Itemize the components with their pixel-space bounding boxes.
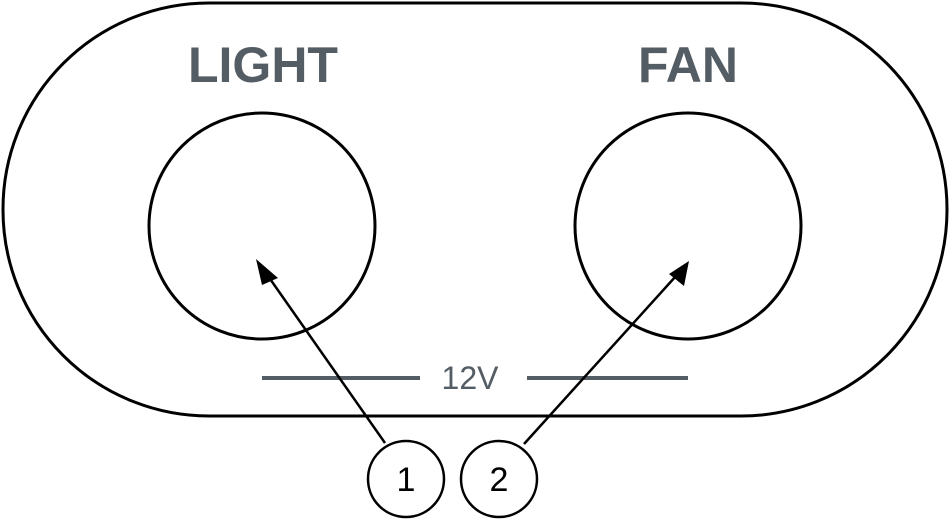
callout-badge-1 [366,439,446,519]
panel-outline [1,1,949,418]
callout-badge-2 [459,439,539,519]
fan-switch[interactable] [573,111,803,341]
fan-label: FAN [638,37,738,93]
voltage-label: 12V [442,360,500,396]
callout-number-2: 2 [490,461,509,499]
light-switch[interactable] [147,111,377,341]
callout-number-1: 1 [397,461,416,499]
callout-arrow-2 [523,261,689,445]
light-label: LIGHT [188,37,338,93]
callout-arrow-1 [256,259,387,444]
